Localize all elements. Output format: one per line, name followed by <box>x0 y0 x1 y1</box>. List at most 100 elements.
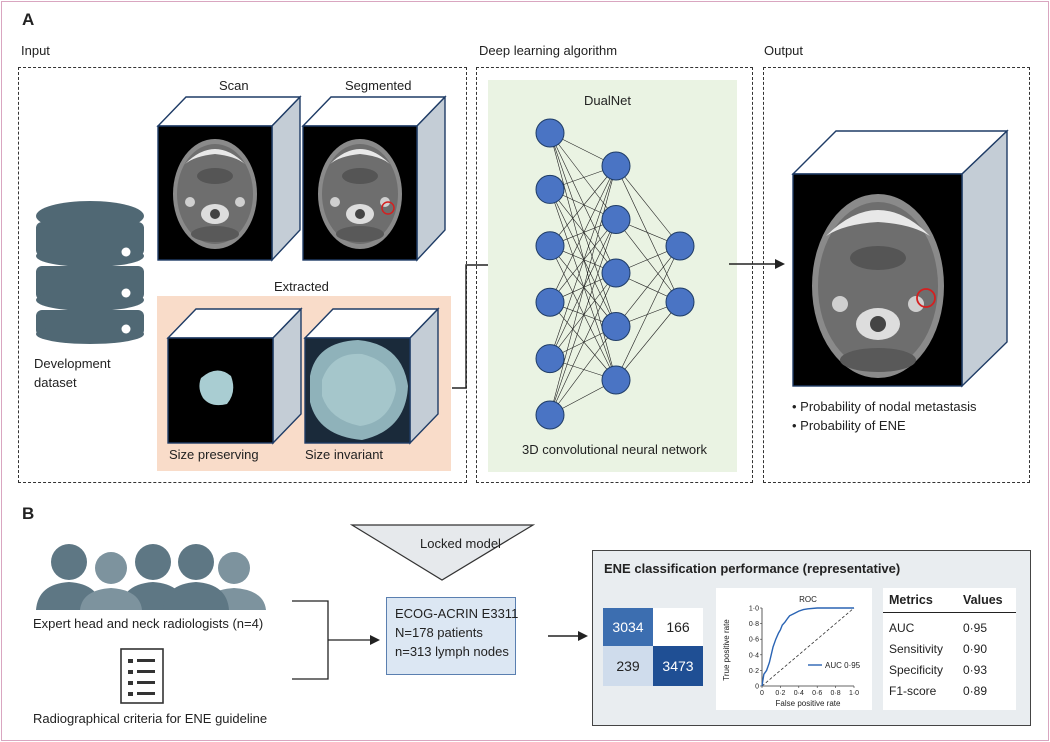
panel-letter-a: A <box>22 10 35 29</box>
roc-reference-line <box>761 607 855 687</box>
network-edge <box>549 219 617 416</box>
size-preserving-label: Size preserving <box>169 447 259 462</box>
network-edge <box>549 165 617 416</box>
network-caption: 3D convolutional neural network <box>522 442 707 457</box>
extracted-label: Extracted <box>274 279 329 294</box>
trial-to-performance-arrow <box>548 631 588 641</box>
metrics-row: Sensitivity 0·90 <box>889 638 1010 659</box>
network-edge <box>615 245 681 381</box>
input-title: Input <box>21 43 50 58</box>
network-node-layer-1 <box>535 400 565 430</box>
ene-contour <box>916 288 936 308</box>
trial-box <box>386 597 516 675</box>
roc-x-tick-label: 0 <box>760 690 764 697</box>
radiologists-icon <box>36 544 266 610</box>
metric-value: 0·95 <box>963 620 988 635</box>
metric-name: Specificity <box>889 662 944 677</box>
roc-y-tick-label: 0 <box>755 684 759 691</box>
dataset-label-line2: dataset <box>34 375 77 390</box>
extracted-node-small <box>199 370 234 406</box>
trial-line3: n=313 lymph nodes <box>395 644 509 659</box>
ct-segmented-image <box>318 139 402 249</box>
network-edge <box>549 132 617 327</box>
roc-x-tick-label: 0·6 <box>812 690 822 697</box>
roc-y-tick-label: 0·8 <box>749 621 759 628</box>
network-edge <box>549 189 617 274</box>
scan-cube <box>156 95 302 262</box>
performance-title: ENE classification performance (represen… <box>604 561 901 576</box>
trial-line1: ECOG-ACRIN E3311 <box>395 606 519 621</box>
roc-y-tick-label: 1·0 <box>749 606 759 613</box>
roc-x-tick-label: 0·8 <box>831 690 841 697</box>
output-bullet-1: • Probability of nodal metastasis <box>792 399 977 414</box>
metrics-row: Specificity 0·93 <box>889 659 1010 680</box>
dataset-label-line1: Development <box>34 356 111 371</box>
metric-value: 0·89 <box>963 683 988 698</box>
network-node-layer-3 <box>665 287 695 317</box>
network-node-layer-2 <box>601 258 631 288</box>
network-edge <box>549 189 617 381</box>
metric-value: 0·93 <box>963 662 988 677</box>
segmented-cube <box>301 95 447 262</box>
confusion-matrix-fn: 239 <box>603 646 653 686</box>
size-invariant-cube <box>303 307 440 445</box>
network-to-output-arrow <box>729 259 785 269</box>
roc-legend-label: AUC 0·95 <box>825 661 861 670</box>
metric-value: 0·90 <box>963 641 988 656</box>
roc-y-tick-label: 0·4 <box>749 652 759 659</box>
network-node-layer-2 <box>601 151 631 181</box>
network-edge <box>549 219 617 303</box>
roc-y-tick-label: 0·2 <box>749 668 759 675</box>
network-node-layer-1 <box>535 174 565 204</box>
panel-letter-b: B <box>22 504 35 523</box>
network-edge <box>615 165 681 303</box>
roc-xlabel: False positive rate <box>776 699 841 708</box>
network-node-layer-2 <box>601 205 631 234</box>
locked-model-label: Locked model <box>420 536 501 551</box>
criteria-label: Radiographical criteria for ENE guidelin… <box>33 711 268 726</box>
radiologists-label: Expert head and neck radiologists (n=4) <box>33 616 264 631</box>
network-edge <box>549 132 617 381</box>
confusion-matrix-tn: 3034 <box>603 608 653 646</box>
scan-label: Scan <box>219 78 249 93</box>
network-node-layer-2 <box>601 365 631 395</box>
network-node-layer-3 <box>665 231 695 261</box>
roc-x-tick-label: 1·0 <box>849 690 859 697</box>
network-edge <box>549 272 617 416</box>
inputs-to-trial-arrow <box>292 600 380 680</box>
network-edge <box>549 132 617 220</box>
ct-output-image <box>812 194 944 378</box>
network-edge <box>549 219 617 359</box>
network-edge <box>615 165 681 247</box>
network-edge <box>549 165 617 303</box>
segmentation-contour <box>381 201 395 215</box>
network-node-layer-1 <box>535 231 565 261</box>
algorithm-title: Deep learning algorithm <box>479 43 618 58</box>
output-section <box>763 67 1030 483</box>
output-bullet-2: • Probability of ENE <box>792 418 906 433</box>
network-name: DualNet <box>584 93 631 108</box>
database-icon <box>36 201 144 344</box>
network-edge <box>615 219 681 303</box>
network-node-layer-1 <box>535 344 565 374</box>
metrics-header: Metrics <box>889 593 933 607</box>
roc-ylabel: True positive rate <box>722 619 731 681</box>
metric-name: Sensitivity <box>889 641 944 656</box>
network-edge <box>549 272 617 359</box>
network-edge <box>615 301 681 381</box>
neural-network-diagram <box>535 118 695 430</box>
roc-title: ROC <box>799 595 817 604</box>
algorithm-section <box>476 67 753 483</box>
metric-name: F1-score <box>889 683 937 698</box>
size-invariant-label: Size invariant <box>305 447 384 462</box>
network-node-layer-1 <box>535 287 565 317</box>
network-edge <box>549 326 617 416</box>
roc-x-tick-label: 0·2 <box>775 690 785 697</box>
network-node-layer-2 <box>601 312 631 341</box>
network-edge <box>549 245 617 327</box>
output-cube <box>791 129 1009 388</box>
trial-line2: N=178 patients <box>395 625 483 640</box>
roc-chart: ROC True positive rate False positive ra… <box>722 595 861 708</box>
confusion-matrix-fp: 166 <box>653 608 703 646</box>
